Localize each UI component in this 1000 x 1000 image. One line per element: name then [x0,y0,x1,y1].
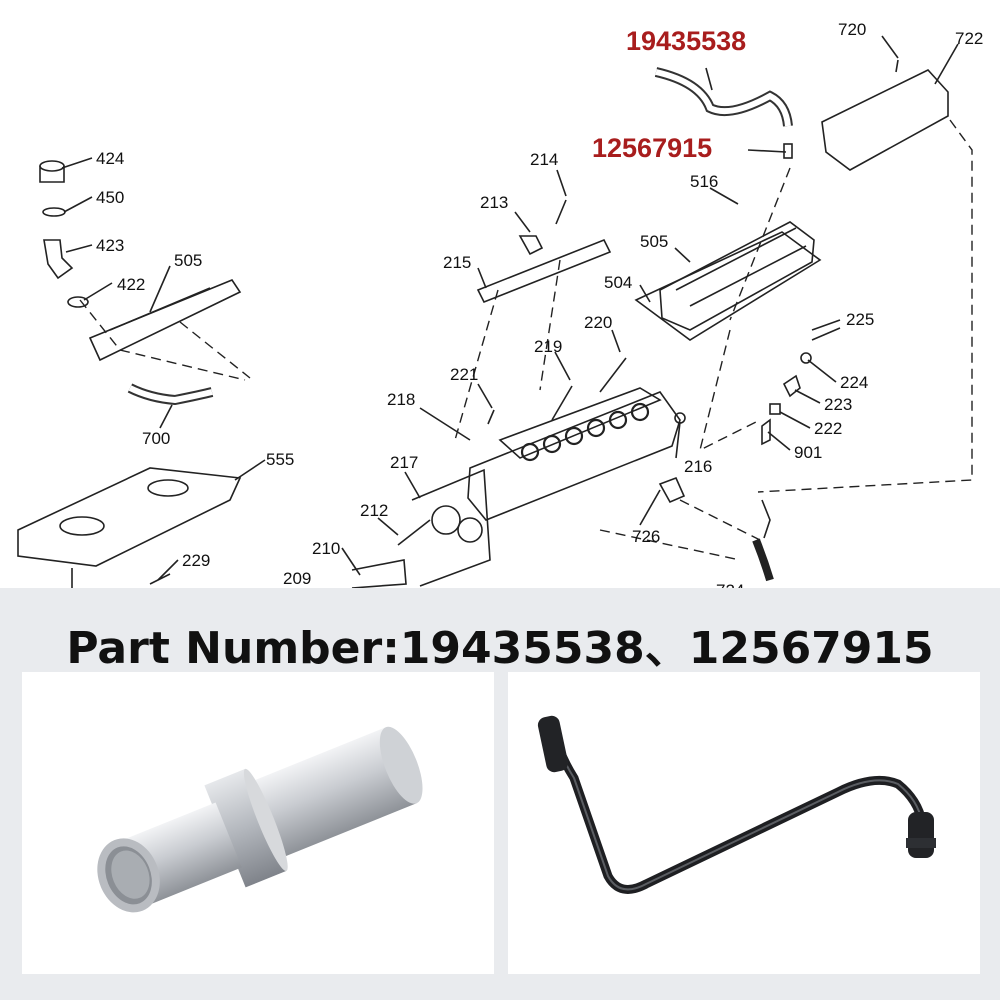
callout-label: 222 [814,419,842,438]
callout-label: 225 [846,310,874,329]
callout-label: 505 [640,232,668,251]
callout-label: 516 [690,172,718,191]
diagram-svg: 424 450 423 422 505 700 555 229 214 213 … [17,20,983,588]
callout-label: 423 [96,236,124,255]
callout-label: 220 [584,313,612,332]
callout-label: 901 [794,443,822,462]
callout-label: 223 [824,395,852,414]
product-photo-hose [508,672,980,974]
callout-label: 214 [530,150,558,169]
callout-label: 505 [174,251,202,270]
callout-label: 555 [266,450,294,469]
callout-label: 209 [283,569,311,588]
callout-label: 700 [142,429,170,448]
callout-label: 219 [534,337,562,356]
part-number-label: 12567915 [592,133,712,163]
callout-label: 213 [480,193,508,212]
callout-label: 212 [360,501,388,520]
callout-label: 724 [716,581,744,588]
exploded-parts-diagram: 424 450 423 422 505 700 555 229 214 213 … [17,20,984,588]
callout-label: 424 [96,149,124,168]
callout-label: 210 [312,539,340,558]
callout-label: 720 [838,20,866,39]
callout-labels: 424 450 423 422 505 700 555 229 214 213 … [96,20,983,588]
callout-label: 218 [387,390,415,409]
callout-label: 726 [632,527,660,546]
callout-label: 229 [182,551,210,570]
callout-label: 216 [684,457,712,476]
product-photo-fitting [22,672,494,974]
callout-label: 504 [604,273,632,292]
callout-label: 422 [117,275,145,294]
callout-label: 450 [96,188,124,207]
aluminum-fitting-image [97,726,423,913]
callout-label: 217 [390,453,418,472]
product-section: Part Number:19435538、12567915 [0,588,1000,1000]
callout-label: 224 [840,373,868,392]
callout-label: 215 [443,253,471,272]
part-number-title: Part Number:19435538、12567915 [66,623,934,674]
pcv-hose-image [537,715,936,894]
callout-label: 221 [450,365,478,384]
part-number-label: 19435538 [626,26,746,56]
callout-label: 722 [955,29,983,48]
